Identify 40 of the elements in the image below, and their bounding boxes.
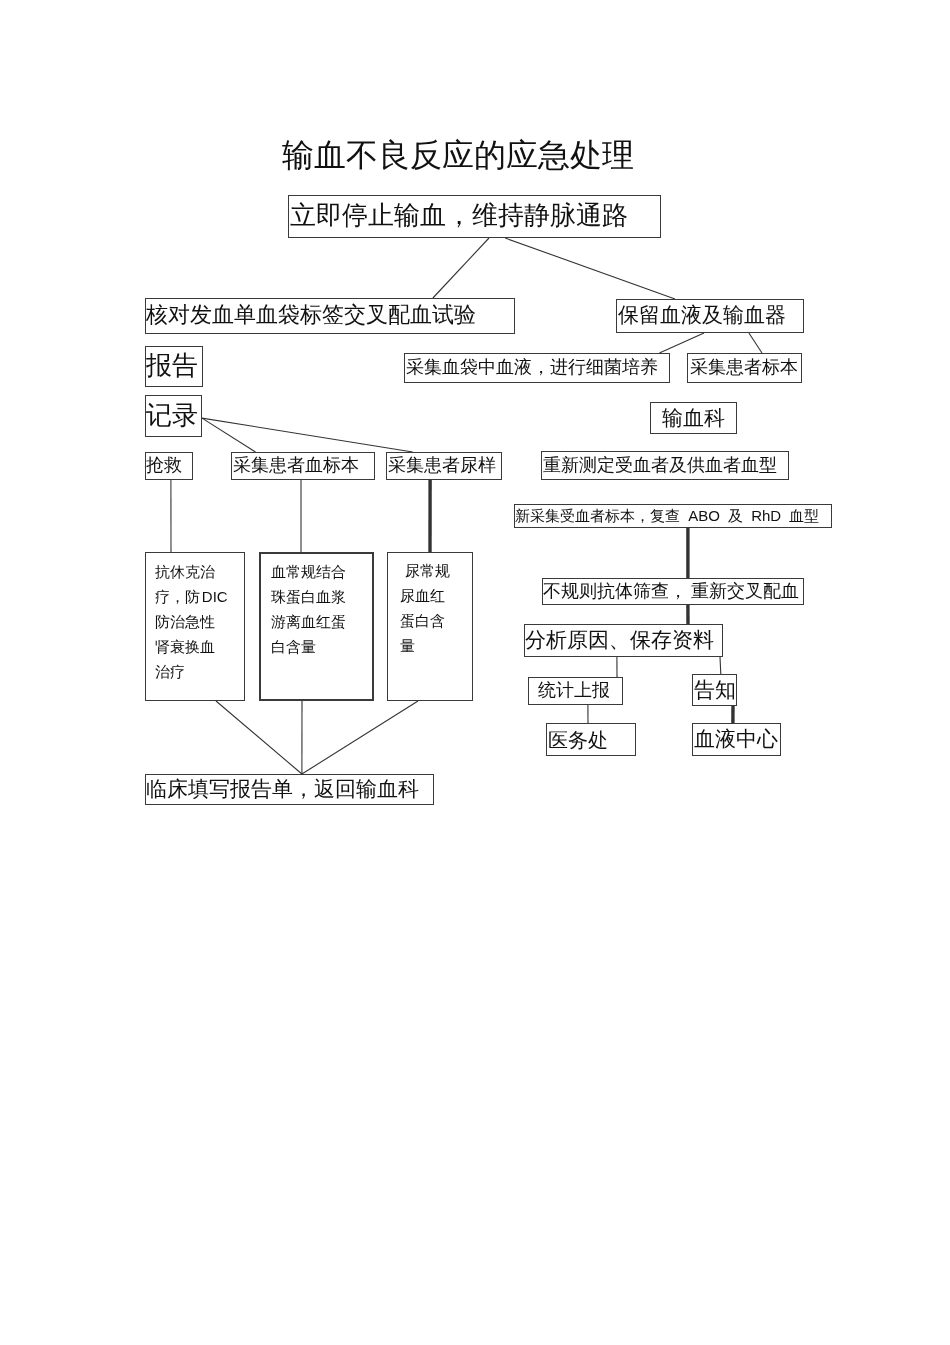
step-box: 统计上报: [528, 677, 623, 705]
step-box: 医务处: [546, 723, 636, 756]
step-box: 血常规结合珠蛋白血浆游离血红蛋白含量: [259, 552, 374, 701]
connector-line: [719, 656, 722, 675]
connector-line: [686, 605, 690, 624]
step-box: 抗休克治疗，防 DIC防治急性肾衰换血治疗: [145, 552, 245, 701]
connector-line: [686, 528, 690, 578]
step-box: 不规则抗体筛查， 重新交叉配血: [542, 578, 804, 605]
connector-line: [301, 700, 419, 775]
step-box: 采集血袋中血液，进行细菌培养: [404, 353, 670, 383]
connector-line: [170, 479, 172, 553]
connector-line: [587, 704, 589, 724]
step-box: 分析原因、保存资料: [524, 624, 723, 657]
step-box: 保留血液及输血器: [616, 299, 804, 333]
step-box: 临床填写报告单，返回输血科: [145, 774, 434, 805]
step-box: 告知: [692, 674, 737, 706]
connector-line: [300, 479, 302, 553]
diagram-title: 输血不良反应的应急处理: [282, 140, 634, 172]
step-box: 报告: [145, 346, 203, 387]
connector-line: [428, 480, 432, 552]
step-box: 核对发血单血袋标签交叉配血试验: [145, 298, 515, 334]
connector-line: [432, 237, 490, 299]
connector-line: [201, 417, 257, 453]
step-box: 采集患者标本: [687, 353, 802, 383]
step-box: 尿常规尿血红蛋白含量: [387, 552, 473, 701]
connector-line: [504, 237, 676, 300]
step-box: 采集患者尿样: [386, 452, 502, 480]
step-box: 采集患者血标本: [231, 452, 375, 480]
step-box: 输血科: [650, 402, 737, 434]
step-box: 抢救: [145, 452, 193, 480]
connector-line: [215, 700, 303, 775]
step-box: 新采集受血者标本，复查 ABO 及 RhD 血型: [514, 504, 832, 528]
connector-line: [301, 700, 303, 775]
step-box: 立即停止输血，维持静脉通路: [288, 195, 661, 238]
connector-line: [616, 656, 618, 678]
step-box: 重新测定受血者及供血者血型: [541, 451, 789, 480]
connector-line: [731, 706, 735, 723]
step-box: 血液中心: [692, 723, 781, 756]
step-box: 记录: [145, 395, 202, 437]
connector-line: [748, 332, 763, 354]
